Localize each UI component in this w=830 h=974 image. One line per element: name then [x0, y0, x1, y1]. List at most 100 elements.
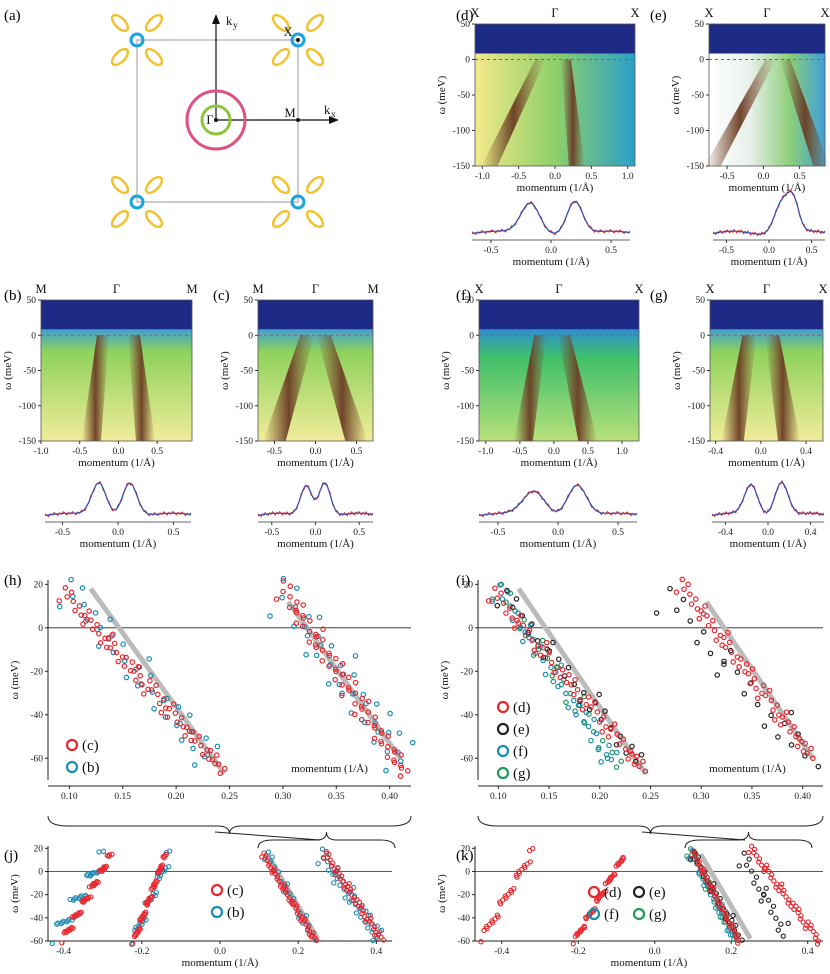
data-point-green [539, 637, 546, 644]
data-point-blue [175, 704, 182, 710]
data-point-blue [387, 710, 393, 717]
data-point-red [693, 851, 699, 857]
data-point-red [398, 752, 404, 758]
data-point-blue [337, 882, 343, 888]
data-point-red [633, 753, 640, 760]
x-tick-label: 0.5 [168, 528, 180, 538]
data-point-red [730, 659, 736, 665]
data-point-red [577, 696, 583, 703]
data-point-black [770, 903, 777, 909]
x-tick-label: 0.2 [292, 947, 304, 957]
mdc-data-trace [471, 200, 631, 236]
data-point-red [287, 583, 294, 590]
data-point-red [172, 710, 179, 716]
data-point-blue [596, 744, 602, 751]
data-point-red [88, 617, 94, 623]
data-point-red [358, 716, 365, 723]
data-point-red [743, 661, 750, 667]
data-point-red [802, 925, 808, 931]
data-point-blue [120, 641, 126, 648]
ky-subscript: y [233, 21, 238, 31]
x-tick-label: -0.4 [56, 947, 71, 957]
data-point-red [372, 714, 378, 721]
electron-pocket-ellipse [271, 175, 291, 195]
data-point-red [64, 594, 70, 600]
data-point-blue [292, 604, 299, 610]
data-point-red [636, 763, 642, 770]
data-point-blue [49, 940, 55, 947]
data-point-black [714, 672, 721, 678]
data-point-black [761, 723, 768, 729]
data-point-red [154, 879, 160, 885]
data-point-black [758, 898, 764, 904]
data-point-red [762, 692, 769, 699]
data-point-red [80, 621, 86, 627]
y-tick-label: -50 [691, 91, 704, 101]
data-point-red [551, 669, 557, 676]
data-point-red [339, 661, 346, 667]
data-point-green [599, 737, 606, 744]
data-point-blue [167, 848, 173, 854]
x-tick-label: 0.35 [744, 792, 761, 802]
x-tick-label: 0.10 [61, 792, 78, 802]
data-point-red [89, 626, 96, 633]
data-point-red [300, 612, 306, 619]
data-point-blue [269, 854, 275, 860]
data-point-red [375, 931, 382, 937]
x-tick-label: 0.0 [552, 528, 564, 538]
x-tick-label: 0.30 [275, 792, 292, 802]
data-point-red [754, 695, 761, 702]
x-tick-label: -0.5 [264, 528, 279, 538]
data-point-red [158, 709, 165, 716]
data-point-red [345, 685, 352, 691]
y-tick-label: -150 [687, 162, 705, 172]
data-point-green [572, 708, 578, 714]
data-point-red [712, 890, 718, 896]
x-point-dot [296, 38, 300, 42]
data-point-red [188, 737, 195, 744]
x-tick-label: -0.4 [494, 947, 509, 957]
data-point-red [287, 593, 293, 600]
x-axis-label: momentum (1/Å) [728, 457, 805, 469]
electron-pocket-ellipse [144, 47, 164, 67]
data-point-red [579, 706, 586, 713]
x-tick-label: 0.0 [755, 447, 767, 457]
data-point-red [722, 908, 729, 914]
ky-label: k [226, 14, 233, 28]
data-point-blue [148, 672, 154, 679]
data-point-red [346, 687, 352, 694]
data-point-blue [550, 678, 557, 685]
x-axis-label: momentum (1/Å) [182, 957, 259, 969]
data-point-red [335, 865, 341, 871]
data-point-red [751, 846, 758, 853]
data-point-blue [187, 712, 193, 718]
data-point-red [679, 576, 686, 583]
data-point-red [704, 874, 710, 881]
x-axis-label: momentum (1/Å) [78, 457, 155, 469]
x-tick-label: 0.5 [151, 447, 163, 457]
y-axis-label: ω (meV) [671, 351, 683, 390]
data-point-red [748, 843, 755, 849]
data-point-red [492, 585, 498, 592]
x-tick-label: 0.10 [490, 792, 507, 802]
data-point-red [709, 617, 716, 624]
data-point-red [266, 860, 272, 866]
data-point-red [371, 722, 378, 729]
panel-label-k: (k) [456, 848, 474, 864]
legend: (c)(b) [210, 883, 245, 921]
data-point-red [563, 679, 570, 686]
data-point-black [694, 639, 700, 646]
ky-arrow-icon [212, 14, 220, 24]
data-point-red [365, 719, 371, 726]
symmetry-point-left: M [35, 282, 46, 296]
electron-pocket-ellipse [144, 13, 164, 33]
data-point-red [347, 886, 354, 892]
data-point-red [371, 735, 378, 742]
y-tick-label: -40 [30, 914, 43, 924]
i-bracket [477, 815, 824, 835]
data-point-blue [331, 880, 337, 886]
